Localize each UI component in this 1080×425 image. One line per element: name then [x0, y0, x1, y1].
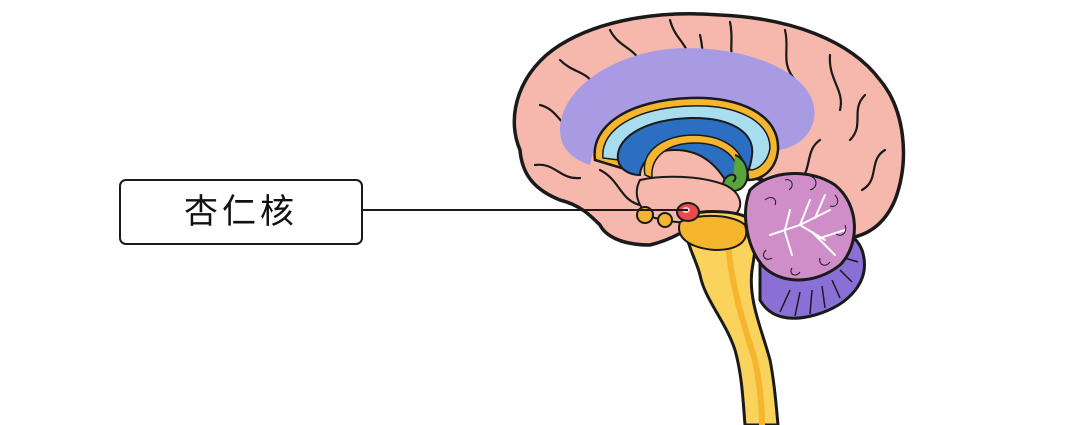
cerebellum	[744, 172, 856, 282]
cerebellum-folia	[763, 175, 847, 276]
amygdala-label-box: 杏仁核	[119, 179, 363, 245]
brainstem-center-line	[725, 239, 765, 425]
pituitary-body	[657, 212, 673, 228]
cingulate-region	[560, 48, 815, 165]
pons	[678, 214, 748, 252]
cortex-gyri	[533, 18, 887, 207]
cerebellum-lower-ridges	[779, 257, 859, 317]
amygdala-label: 杏仁核	[184, 192, 298, 232]
cerebellum-arbor-vitae	[769, 194, 846, 256]
